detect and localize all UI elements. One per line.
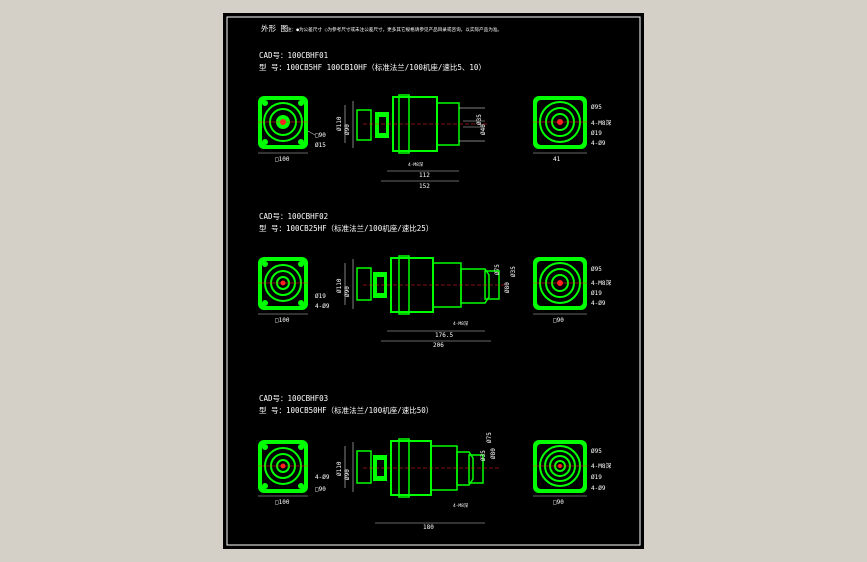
dim-label: Ø75 [486, 432, 493, 443]
dim-label: 4-M8深 [408, 161, 424, 168]
flange-front-view-3: 4-Ø9 □90 □100 [258, 440, 330, 506]
dim-label: Ø80 [490, 448, 497, 459]
model-group-1: CAD号：100CBHF01 型 号：100CB5HF 100CB10HF（标准… [258, 51, 611, 190]
dim-label: 4-Ø9 [591, 485, 606, 492]
dim-label: Ø90 [344, 469, 351, 480]
cad-drawing: 外形 图 注：●为公差尺寸 ○为参考尺寸或未注公差尺寸，更多其它规格请参见产品目… [226, 16, 641, 546]
dim-label: 4-Ø9 [591, 300, 606, 307]
dim-label: Ø95 [591, 266, 602, 273]
dim-label: Ø110 [336, 116, 343, 131]
model-line-2: 型 号：100CB25HF（标准法兰/100机座/速比25） [259, 223, 433, 233]
cad-number-1: CAD号：100CBHF01 [259, 51, 328, 60]
dim-label: □90 [553, 317, 564, 324]
cad-number-3: CAD号：100CBHF03 [259, 394, 328, 403]
output-end-view-1: Ø95 4-M8深 Ø19 4-Ø9 41 [533, 96, 611, 163]
dim-label: Ø110 [336, 278, 343, 293]
dim-label: 4-M8深 [453, 502, 469, 509]
dim-label: 112 [419, 172, 430, 179]
side-view-3: Ø110 Ø90 Ø35 Ø75 Ø80 180 4-M8深 [336, 432, 499, 531]
dim-label: 4-Ø9 [315, 303, 330, 310]
output-end-view-2: Ø95 4-M8深 Ø19 4-Ø9 □90 [533, 257, 611, 324]
dim-label: Ø35 [510, 266, 517, 277]
dim-label: Ø90 [344, 124, 351, 135]
dim-label: Ø35 [476, 114, 483, 125]
dim-label: Ø40 [480, 124, 487, 135]
dim-label: Ø19 [591, 474, 602, 481]
dim-label: Ø90 [344, 286, 351, 297]
side-view-2: Ø110 Ø90 Ø75 Ø80 Ø35 176.5 206 4-M8深 [336, 255, 517, 349]
dim-label: Ø95 [591, 104, 602, 111]
dim-label: □90 [315, 132, 326, 139]
dim-label: □100 [275, 317, 290, 324]
sheet-title: 外形 图 [261, 23, 288, 33]
dim-label: 4-M8深 [453, 320, 469, 327]
dim-label: 4-M8深 [591, 119, 611, 127]
output-end-view-3: Ø95 4-M8深 Ø19 4-Ø9 □90 [533, 440, 611, 506]
flange-front-view-2: Ø19 4-Ø9 □100 [258, 257, 330, 324]
dim-label: Ø75 [494, 264, 501, 275]
dim-label: 152 [419, 183, 430, 190]
model-line-1: 型 号：100CB5HF 100CB10HF（标准法兰/100机座/速比5、10… [259, 62, 486, 72]
dim-label: Ø95 [591, 448, 602, 455]
cad-number-2: CAD号：100CBHF02 [259, 212, 328, 221]
dim-label: 180 [423, 524, 434, 531]
dim-label: 206 [433, 342, 444, 349]
dim-label: □100 [275, 499, 290, 506]
drawing-sheet: 外形 图 注：●为公差尺寸 ○为参考尺寸或未注公差尺寸，更多其它规格请参见产品目… [223, 13, 644, 549]
dim-label: □100 [275, 156, 290, 163]
side-view-1: Ø110 Ø90 Ø35 Ø40 112 152 4-M8深 [336, 94, 488, 190]
dim-label: 176.5 [435, 332, 453, 339]
dim-label: □90 [315, 486, 326, 493]
flange-front-view-1: □90 Ø15 □100 [258, 96, 326, 163]
dim-label: 4-Ø9 [315, 474, 330, 481]
model-line-3: 型 号：100CB50HF（标准法兰/100机座/速比50） [259, 405, 433, 415]
dim-label: 4-M8深 [591, 462, 611, 470]
dim-label: 4-M8深 [591, 279, 611, 287]
dim-label: Ø19 [315, 293, 326, 300]
dim-label: Ø110 [336, 461, 343, 476]
dim-label: Ø19 [591, 130, 602, 137]
sheet-note: 注：●为公差尺寸 ○为参考尺寸或未注公差尺寸，更多其它规格请参见产品目录或咨询，… [287, 26, 502, 33]
dim-label: □90 [553, 499, 564, 506]
model-group-3: CAD号：100CBHF03 型 号：100CB50HF（标准法兰/100机座/… [258, 394, 611, 531]
dim-label: Ø15 [315, 142, 326, 149]
dim-label: Ø80 [504, 282, 511, 293]
sheet-border [226, 16, 641, 546]
dim-label: 41 [553, 156, 561, 163]
dim-label: 4-Ø9 [591, 140, 606, 147]
dim-label: Ø35 [480, 450, 487, 461]
dim-label: Ø19 [591, 290, 602, 297]
model-group-2: CAD号：100CBHF02 型 号：100CB25HF（标准法兰/100机座/… [258, 212, 611, 349]
